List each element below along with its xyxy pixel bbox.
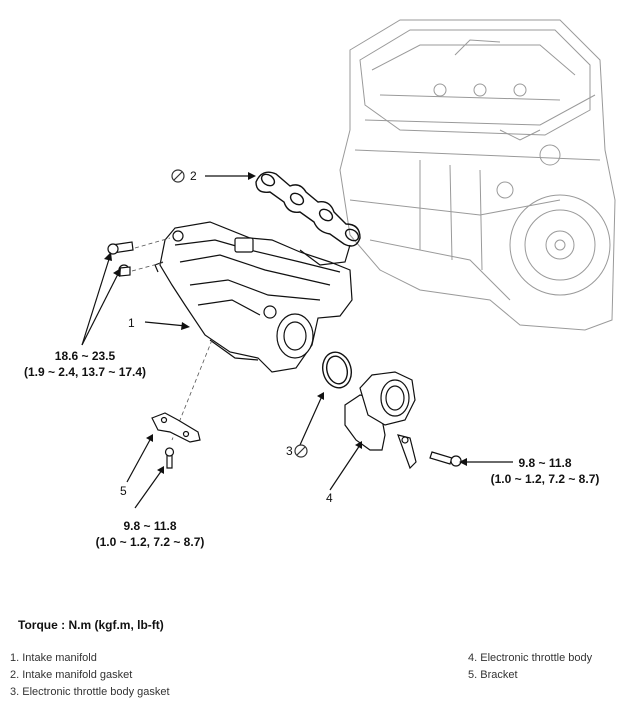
callout-1: 1 [128, 316, 135, 330]
torque-bracket-nm: 9.8 ~ 11.8 [123, 519, 177, 533]
callout-4: 4 [326, 491, 333, 505]
manifold-bolts [107, 241, 134, 277]
torque-manifold-alt: (1.9 ~ 2.4, 13.7 ~ 17.4) [23, 365, 147, 379]
leader-arrows [81, 175, 513, 509]
legend-item: 5. Bracket [468, 669, 518, 681]
legend-item: 3. Electronic throttle body gasket [10, 686, 170, 698]
throttle-bolt [429, 451, 462, 467]
arrow-heads [104, 172, 467, 474]
torque-bracket: 9.8 ~ 11.8 (1.0 ~ 1.2, 7.2 ~ 8.7) [70, 518, 230, 550]
torque-units-title: Torque : N.m (kgf.m, lb-ft) [18, 618, 164, 632]
intake-manifold-gasket [255, 171, 361, 247]
torque-manifold-nm: 18.6 ~ 23.5 [54, 349, 116, 363]
torque-throttle-nm: 9.8 ~ 11.8 [518, 456, 572, 470]
throttle-body-gasket [321, 351, 353, 389]
callout-2: 2 [190, 169, 197, 183]
bracket [151, 412, 201, 469]
parts-legend-right: 4. Electronic throttle body 5. Bracket [468, 650, 592, 684]
parts-legend-left: 1. Intake manifold 2. Intake manifold ga… [10, 650, 170, 701]
intake-manifold [154, 221, 353, 373]
legend-item: 4. Electronic throttle body [468, 652, 593, 664]
callout-3: 3 [286, 444, 293, 458]
engine-block-illustration [339, 19, 616, 331]
electronic-throttle-body [344, 371, 417, 470]
alignment-lines [131, 237, 213, 441]
torque-throttle: 9.8 ~ 11.8 (1.0 ~ 1.2, 7.2 ~ 8.7) [470, 455, 620, 487]
torque-bracket-alt: (1.0 ~ 1.2, 7.2 ~ 8.7) [95, 535, 205, 549]
do-not-reuse-icon [171, 169, 308, 458]
legend-item: 2. Intake manifold gasket [10, 669, 133, 681]
torque-manifold: 18.6 ~ 23.5 (1.9 ~ 2.4, 13.7 ~ 17.4) [5, 348, 165, 380]
exploded-parts-diagram [81, 19, 616, 509]
legend-item: 1. Intake manifold [10, 652, 97, 664]
callout-5: 5 [120, 484, 127, 498]
torque-throttle-alt: (1.0 ~ 1.2, 7.2 ~ 8.7) [490, 472, 600, 486]
